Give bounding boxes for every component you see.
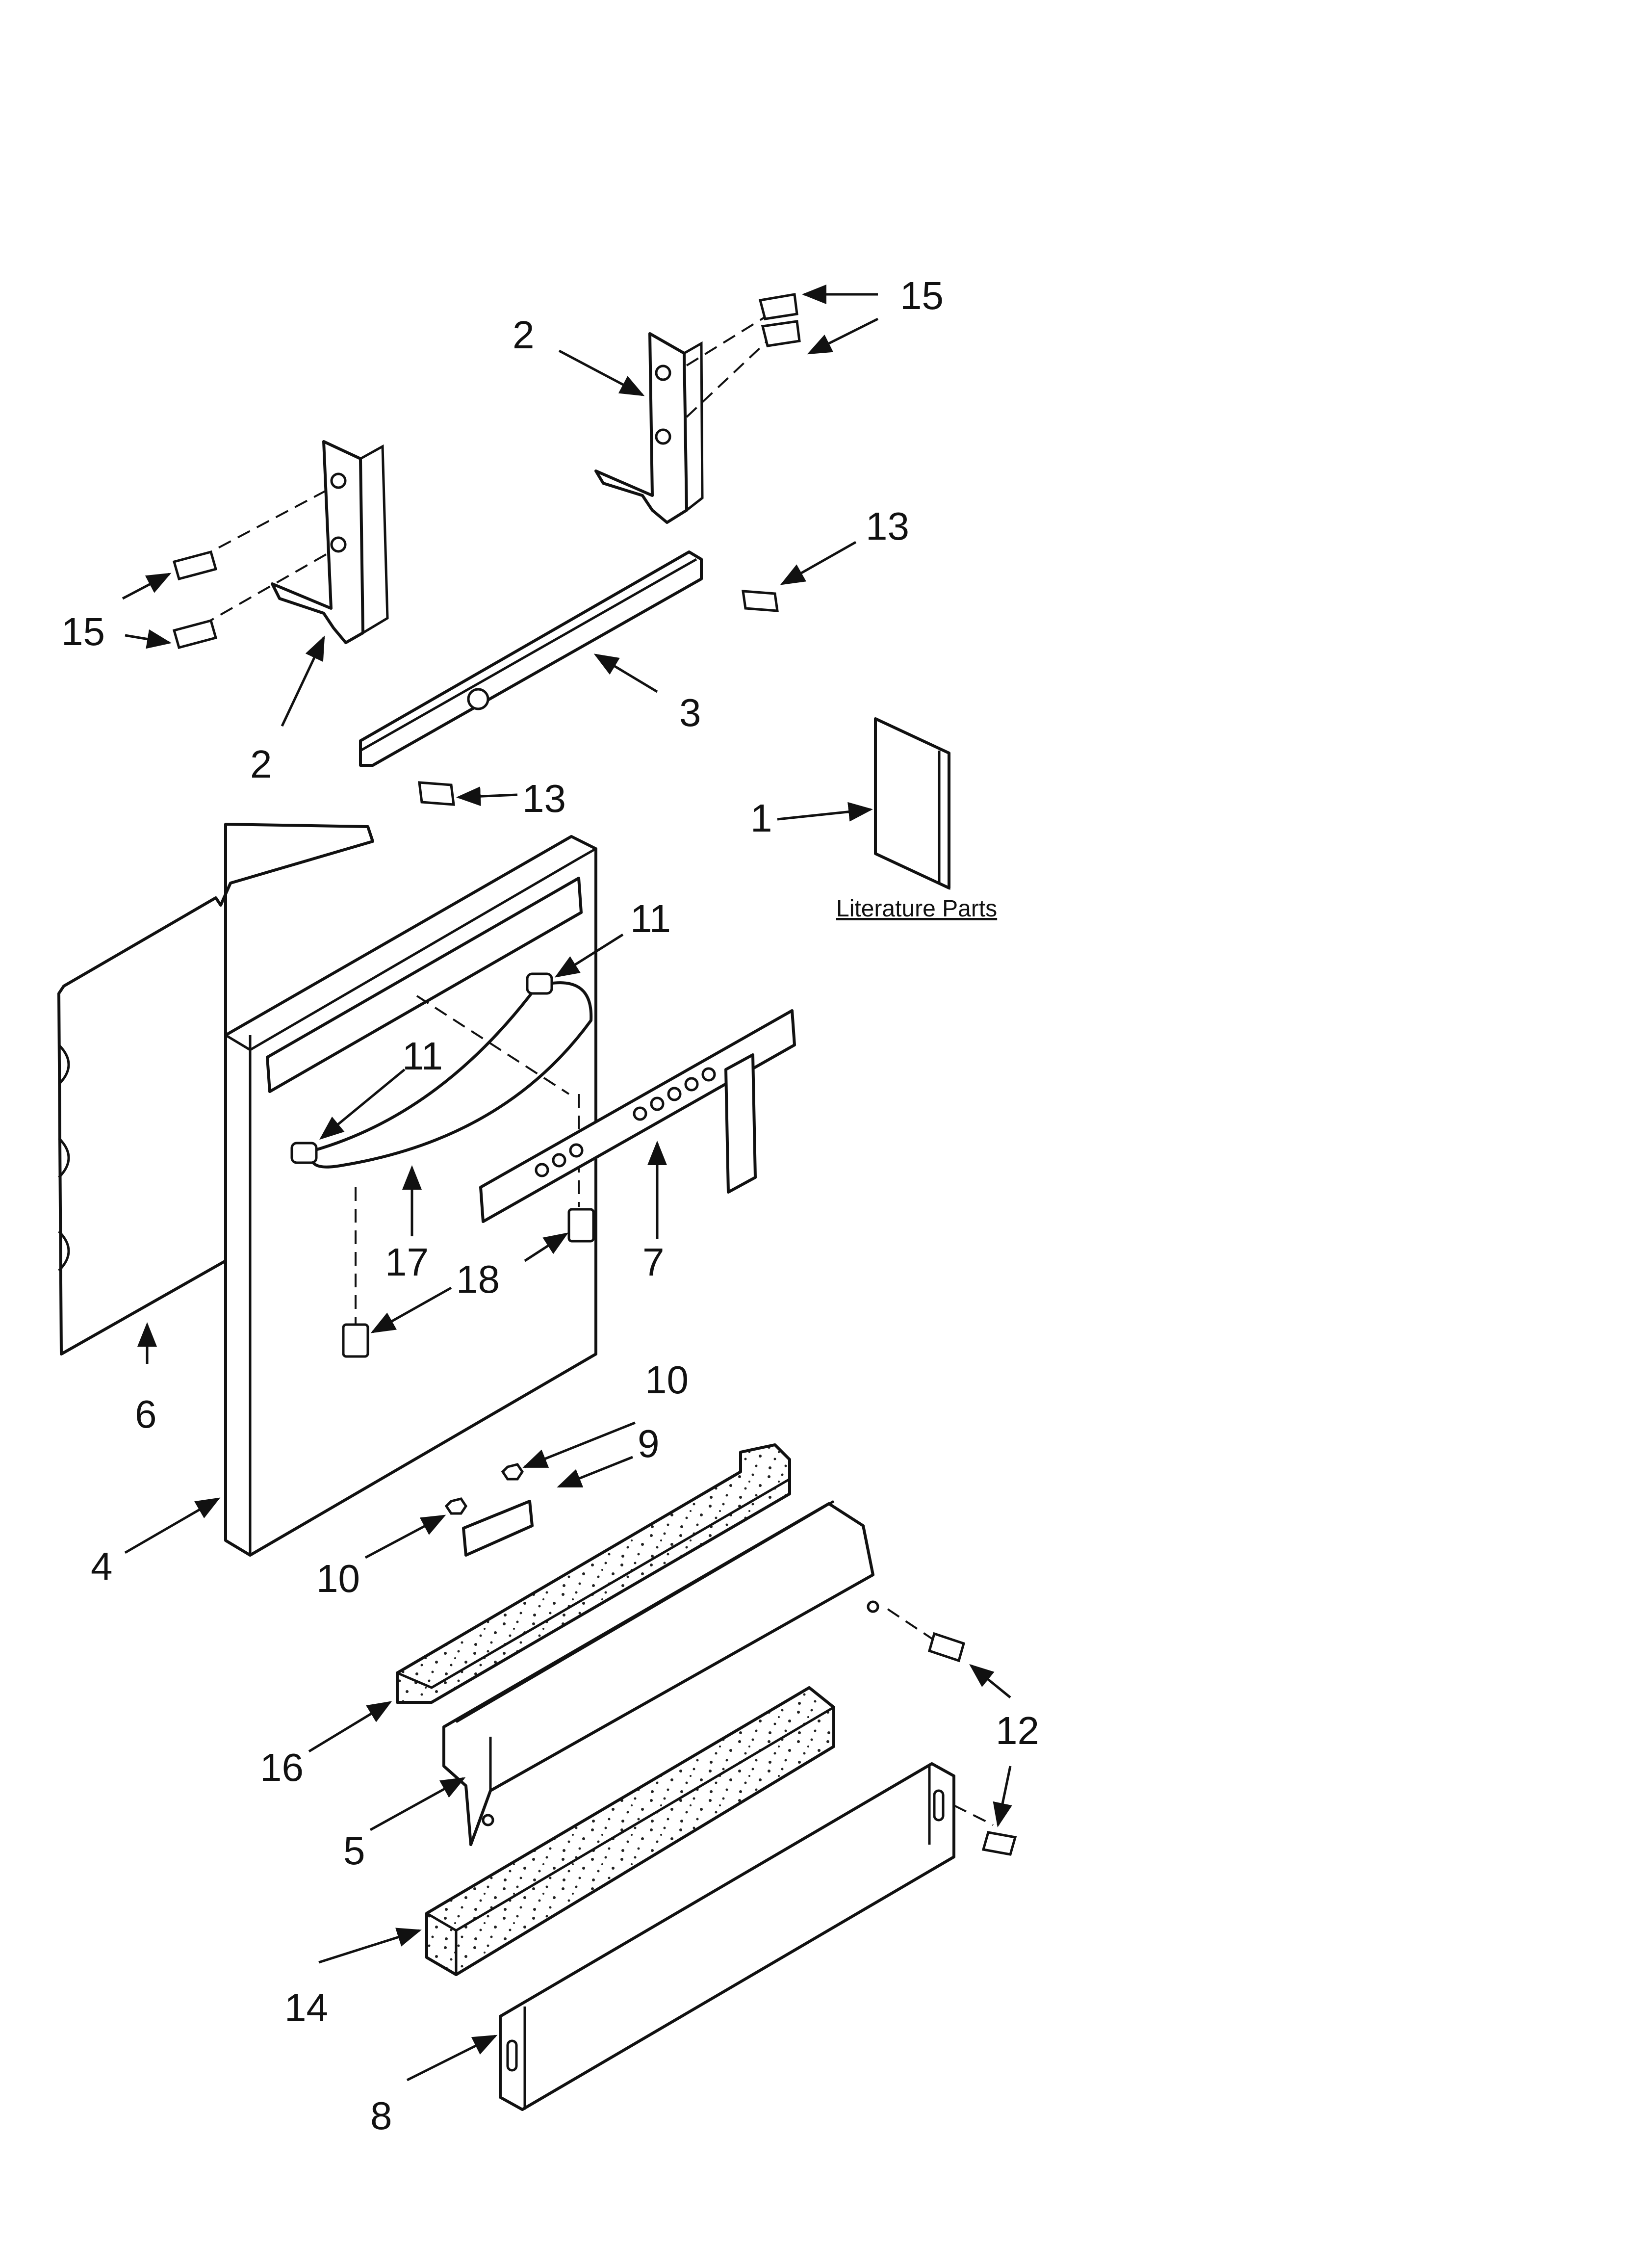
callout-5: 5 <box>343 1829 365 1873</box>
screw-path-line <box>205 490 327 555</box>
outer-door-panel <box>57 823 374 1356</box>
screw-path-line <box>205 553 327 624</box>
screw-path-line <box>686 313 771 366</box>
literature-parts-label: Literature Parts <box>836 896 997 922</box>
door-hinge-bracket-right <box>594 332 704 524</box>
door-top-channel <box>359 550 703 767</box>
callout-2-lower: 2 <box>250 742 272 786</box>
callout-13-upper: 13 <box>866 504 909 548</box>
door-handle <box>310 981 593 1169</box>
screw-12-lower <box>981 1831 1017 1856</box>
callout-13-lower: 13 <box>522 777 566 820</box>
nut-10-upper <box>501 1463 524 1481</box>
callout-16: 16 <box>260 1746 304 1789</box>
screw-13-lower <box>418 781 455 806</box>
screw-15-upper-a <box>758 293 798 320</box>
screw-path-line <box>887 1608 940 1644</box>
callout-7: 7 <box>642 1240 665 1284</box>
screw-15-left-a <box>172 550 218 581</box>
callout-6: 6 <box>135 1392 157 1436</box>
handle-bushing-11-right <box>526 972 553 995</box>
callout-10-lower: 10 <box>316 1557 360 1600</box>
callout-15-upper: 15 <box>900 274 944 317</box>
screw-13-right <box>742 590 779 612</box>
door-hinge-bracket-left <box>271 440 389 644</box>
callout-10-upper: 10 <box>645 1358 689 1402</box>
callout-15-left: 15 <box>61 610 105 653</box>
callout-8: 8 <box>370 2094 392 2138</box>
screw-path-line <box>686 338 771 418</box>
handle-spacer-18-right <box>567 1208 595 1243</box>
callout-2-upper: 2 <box>513 313 535 357</box>
screw-15-left-b <box>172 619 218 650</box>
handle-spacer-18-left <box>342 1323 369 1358</box>
control-panel-keypad <box>479 1009 796 1223</box>
literature-booklet <box>874 717 950 890</box>
door-bottom-bracket <box>442 1500 879 1846</box>
callout-11-lower: 11 <box>402 1034 443 1078</box>
callout-18: 18 <box>456 1257 500 1301</box>
callout-1: 1 <box>750 796 772 840</box>
toe-kick-panel <box>499 1762 955 2111</box>
callout-12: 12 <box>996 1709 1039 1752</box>
handle-path-line <box>416 995 570 1095</box>
screw-15-upper-b <box>761 320 801 347</box>
screw-path-line <box>953 1804 994 1826</box>
foam-insulation-lower <box>425 1686 835 1976</box>
leader-arrows <box>122 285 1012 2082</box>
callout-3: 3 <box>679 691 701 734</box>
callout-14: 14 <box>284 1986 328 2030</box>
handle-bushing-11-left <box>290 1142 318 1164</box>
callout-4: 4 <box>91 1544 113 1588</box>
callout-11-upper: 11 <box>630 897 671 940</box>
foam-insulation-upper <box>396 1443 791 1704</box>
door-badge <box>462 1500 534 1557</box>
nut-10-lower <box>444 1497 468 1515</box>
screw-12-upper <box>927 1632 966 1663</box>
callout-17: 17 <box>385 1240 429 1284</box>
callout-9: 9 <box>638 1422 660 1465</box>
